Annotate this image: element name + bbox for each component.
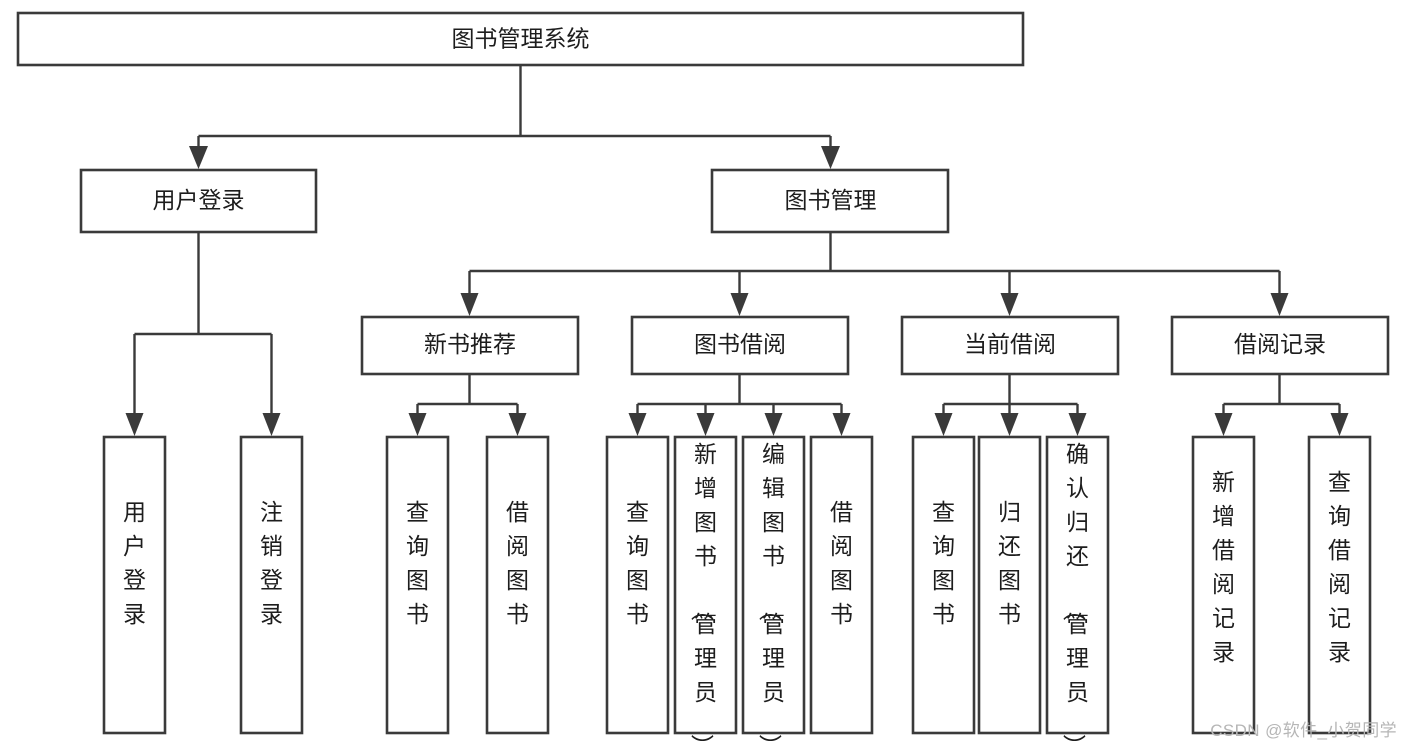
node-leaf-query-book-b-label: 查询图书 [626, 499, 649, 627]
node-leaf-return-book-box[interactable] [977, 435, 1042, 735]
node-leaf-query-record-box[interactable] [1307, 435, 1372, 735]
arrow-head-new-book-recommend [460, 293, 479, 316]
node-borrow-record[interactable]: 借阅记录 [1170, 315, 1390, 376]
node-leaf-query-book-c[interactable]: 查询图书 [911, 435, 976, 735]
node-leaf-user-login[interactable]: 用户登录 [102, 435, 167, 735]
arrow-head-leaf-confirm-return [1068, 413, 1087, 436]
connector-layer [125, 66, 1349, 436]
node-leaf-query-book-c-box[interactable] [911, 435, 976, 735]
node-book-borrow-label: 图书借阅 [694, 331, 786, 357]
node-leaf-borrow-book-a[interactable]: 借阅图书 [485, 435, 550, 735]
node-leaf-borrow-book-a-label: 借阅图书 [506, 499, 529, 627]
node-leaf-add-record-label: 新增借阅记录 [1212, 469, 1235, 665]
node-new-book-recommend-label: 新书推荐 [424, 331, 516, 357]
arrow-head-leaf-logout-login [262, 413, 281, 436]
node-current-borrow-box[interactable] [900, 315, 1120, 376]
node-leaf-confirm-return-label: 确认归还（管理员） [1061, 441, 1089, 747]
node-current-borrow-label: 当前借阅 [964, 331, 1056, 357]
arrow-head-leaf-query-book-a [408, 413, 427, 436]
arrow-head-book-management [821, 146, 840, 169]
node-root-box[interactable] [16, 11, 1025, 67]
node-book-management-label: 图书管理 [785, 187, 877, 213]
node-root[interactable]: 图书管理系统 [16, 11, 1025, 67]
node-book-management[interactable]: 图书管理 [710, 168, 950, 234]
arrow-head-leaf-add-record [1214, 413, 1233, 436]
node-leaf-edit-book-box[interactable] [741, 435, 806, 735]
arrow-head-borrow-record [1270, 293, 1289, 316]
arrow-head-leaf-add-book [696, 413, 715, 436]
node-leaf-query-record[interactable]: 查询借阅记录 [1307, 435, 1372, 735]
node-leaf-borrow-book-b-box[interactable] [809, 435, 874, 735]
node-leaf-add-book-box[interactable] [673, 435, 738, 735]
arrow-head-leaf-return-book [1000, 413, 1019, 436]
node-leaf-query-book-a-box[interactable] [385, 435, 450, 735]
arrow-head-leaf-edit-book [764, 413, 783, 436]
node-leaf-add-book[interactable]: 新增图书（管理员） [673, 435, 738, 747]
node-leaf-confirm-return[interactable]: 确认归还（管理员） [1045, 435, 1110, 747]
node-new-book-recommend[interactable]: 新书推荐 [360, 315, 580, 376]
node-leaf-edit-book[interactable]: 编辑图书（管理员） [741, 435, 806, 747]
node-leaf-logout-login-label: 注销登录 [260, 499, 283, 627]
arrow-head-leaf-query-book-c [934, 413, 953, 436]
node-leaf-logout-login-box[interactable] [239, 435, 304, 735]
arrow-head-leaf-query-record [1330, 413, 1349, 436]
arrow-head-leaf-user-login [125, 413, 144, 436]
arrow-head-leaf-borrow-book-a [508, 413, 527, 436]
node-leaf-add-book-label: 新增图书（管理员） [689, 441, 717, 747]
node-book-borrow-box[interactable] [630, 315, 850, 376]
node-leaf-add-record[interactable]: 新增借阅记录 [1191, 435, 1256, 735]
arrow-head-user-login [189, 146, 208, 169]
arrow-head-book-borrow [730, 293, 749, 316]
node-leaf-query-record-label: 查询借阅记录 [1328, 469, 1351, 665]
node-current-borrow[interactable]: 当前借阅 [900, 315, 1120, 376]
node-leaf-return-book-label: 归还图书 [998, 499, 1021, 627]
node-leaf-user-login-box[interactable] [102, 435, 167, 735]
node-borrow-record-box[interactable] [1170, 315, 1390, 376]
node-root-label: 图书管理系统 [452, 26, 590, 52]
node-leaf-query-book-b-box[interactable] [605, 435, 670, 735]
node-leaf-add-record-box[interactable] [1191, 435, 1256, 735]
node-leaf-confirm-return-box[interactable] [1045, 435, 1110, 735]
node-leaf-borrow-book-a-box[interactable] [485, 435, 550, 735]
node-leaf-query-book-b[interactable]: 查询图书 [605, 435, 670, 735]
node-leaf-borrow-book-b[interactable]: 借阅图书 [809, 435, 874, 735]
node-new-book-recommend-box[interactable] [360, 315, 580, 376]
node-leaf-query-book-a-label: 查询图书 [406, 499, 429, 627]
node-leaf-return-book[interactable]: 归还图书 [977, 435, 1042, 735]
node-user-login-label: 用户登录 [153, 187, 245, 213]
node-leaf-logout-login[interactable]: 注销登录 [239, 435, 304, 735]
node-leaf-edit-book-label: 编辑图书（管理员） [757, 441, 785, 747]
node-user-login-box[interactable] [79, 168, 318, 234]
node-leaf-borrow-book-b-label: 借阅图书 [830, 499, 853, 627]
node-book-management-box[interactable] [710, 168, 950, 234]
node-leaf-user-login-label: 用户登录 [123, 499, 146, 627]
node-user-login[interactable]: 用户登录 [79, 168, 318, 234]
arrow-head-current-borrow [1000, 293, 1019, 316]
arrow-head-leaf-query-book-b [628, 413, 647, 436]
node-book-borrow[interactable]: 图书借阅 [630, 315, 850, 376]
node-leaf-query-book-a[interactable]: 查询图书 [385, 435, 450, 735]
arrow-head-leaf-borrow-book-b [832, 413, 851, 436]
node-leaf-query-book-c-label: 查询图书 [932, 499, 955, 627]
node-borrow-record-label: 借阅记录 [1234, 331, 1326, 357]
